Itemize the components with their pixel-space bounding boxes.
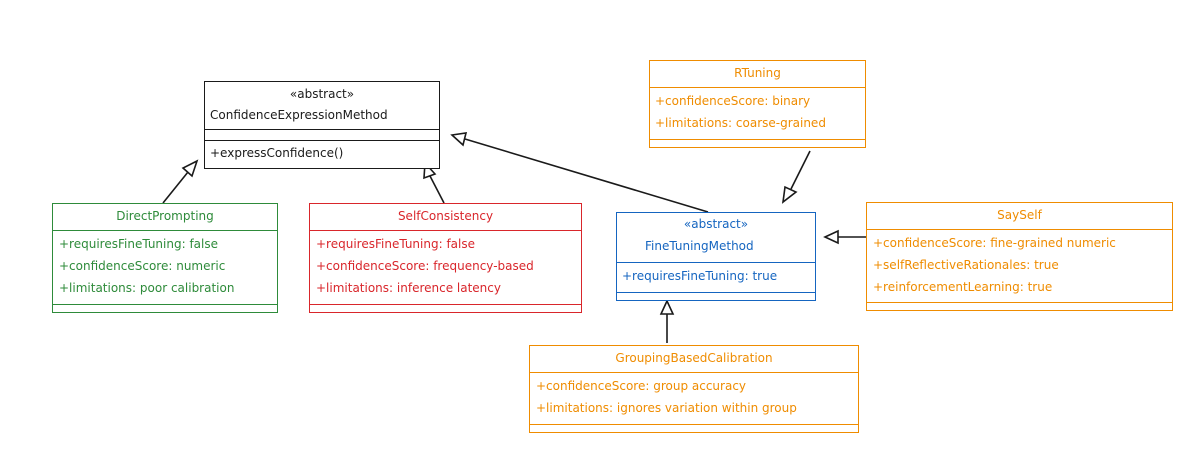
stereotype-label: «abstract» — [683, 217, 749, 231]
divider — [867, 229, 1172, 230]
stereotype-label: «abstract» — [289, 87, 355, 101]
class-name: GroupingBasedCalibration — [615, 351, 773, 365]
divider — [867, 302, 1172, 303]
class-name: FineTuningMethod — [645, 239, 754, 253]
divider — [310, 230, 581, 231]
attr-requires-fine-tuning: +requiresFineTuning: true — [622, 269, 778, 283]
attr-reinforcement-learning: +reinforcementLearning: true — [873, 280, 1053, 294]
divider — [205, 140, 439, 141]
class-name: SelfConsistency — [397, 209, 494, 223]
method-express-confidence: +expressConfidence() — [210, 146, 344, 160]
attr-requires-fine-tuning: +requiresFineTuning: false — [59, 237, 218, 251]
inherit-arrowhead-rtuning — [781, 185, 798, 204]
divider — [650, 87, 865, 88]
inherit-line-directprompting — [162, 171, 189, 204]
class-name: RTuning — [734, 66, 781, 80]
class-name: DirectPrompting — [116, 209, 214, 223]
inherit-line-selfconsistency — [429, 175, 445, 204]
attr-limitations: +limitations: ignores variation within g… — [536, 401, 797, 415]
inherit-arrowhead-sayself — [823, 229, 839, 245]
class-name: SaySelf — [997, 208, 1042, 222]
class-name: ConfidenceExpressionMethod — [210, 108, 388, 122]
divider — [310, 304, 581, 305]
divider — [617, 292, 815, 293]
attr-requires-fine-tuning: +requiresFineTuning: false — [316, 237, 475, 251]
class-say-self: SaySelf +confidenceScore: fine-grained n… — [866, 202, 1173, 311]
inherit-line-rtuning — [790, 150, 811, 190]
divider — [650, 139, 865, 140]
divider — [205, 129, 439, 130]
divider — [530, 424, 858, 425]
attr-limitations: +limitations: inference latency — [316, 281, 501, 295]
attr-limitations: +limitations: poor calibration — [59, 281, 235, 295]
class-r-tuning: RTuning +confidenceScore: binary +limita… — [649, 60, 866, 148]
divider — [530, 372, 858, 373]
divider — [53, 304, 277, 305]
attr-confidence-score: +confidenceScore: group accuracy — [536, 379, 747, 393]
inherit-arrowhead-grouping — [659, 299, 675, 315]
class-confidence-expression-method: «abstract» ConfidenceExpressionMethod +e… — [204, 81, 440, 169]
class-fine-tuning-method: «abstract» FineTuningMethod +requiresFin… — [616, 212, 816, 301]
attr-self-reflective-rationales: +selfReflectiveRationales: true — [873, 258, 1059, 272]
attr-limitations: +limitations: coarse-grained — [655, 116, 826, 130]
attr-confidence-score: +confidenceScore: fine-grained numeric — [873, 236, 1116, 250]
attr-confidence-score: +confidenceScore: binary — [655, 94, 811, 108]
attr-confidence-score: +confidenceScore: numeric — [59, 259, 226, 273]
attr-confidence-score: +confidenceScore: frequency-based — [316, 259, 534, 273]
divider — [617, 262, 815, 263]
class-grouping-based-calibration: GroupingBasedCalibration +confidenceScor… — [529, 345, 859, 433]
inherit-line-finetuning — [464, 138, 709, 213]
class-direct-prompting: DirectPrompting +requiresFineTuning: fal… — [52, 203, 278, 313]
divider — [53, 230, 277, 231]
class-self-consistency: SelfConsistency +requiresFineTuning: fal… — [309, 203, 582, 313]
inherit-arrowhead-finetuning — [450, 132, 468, 147]
inherit-arrowhead-directprompting — [181, 159, 199, 178]
